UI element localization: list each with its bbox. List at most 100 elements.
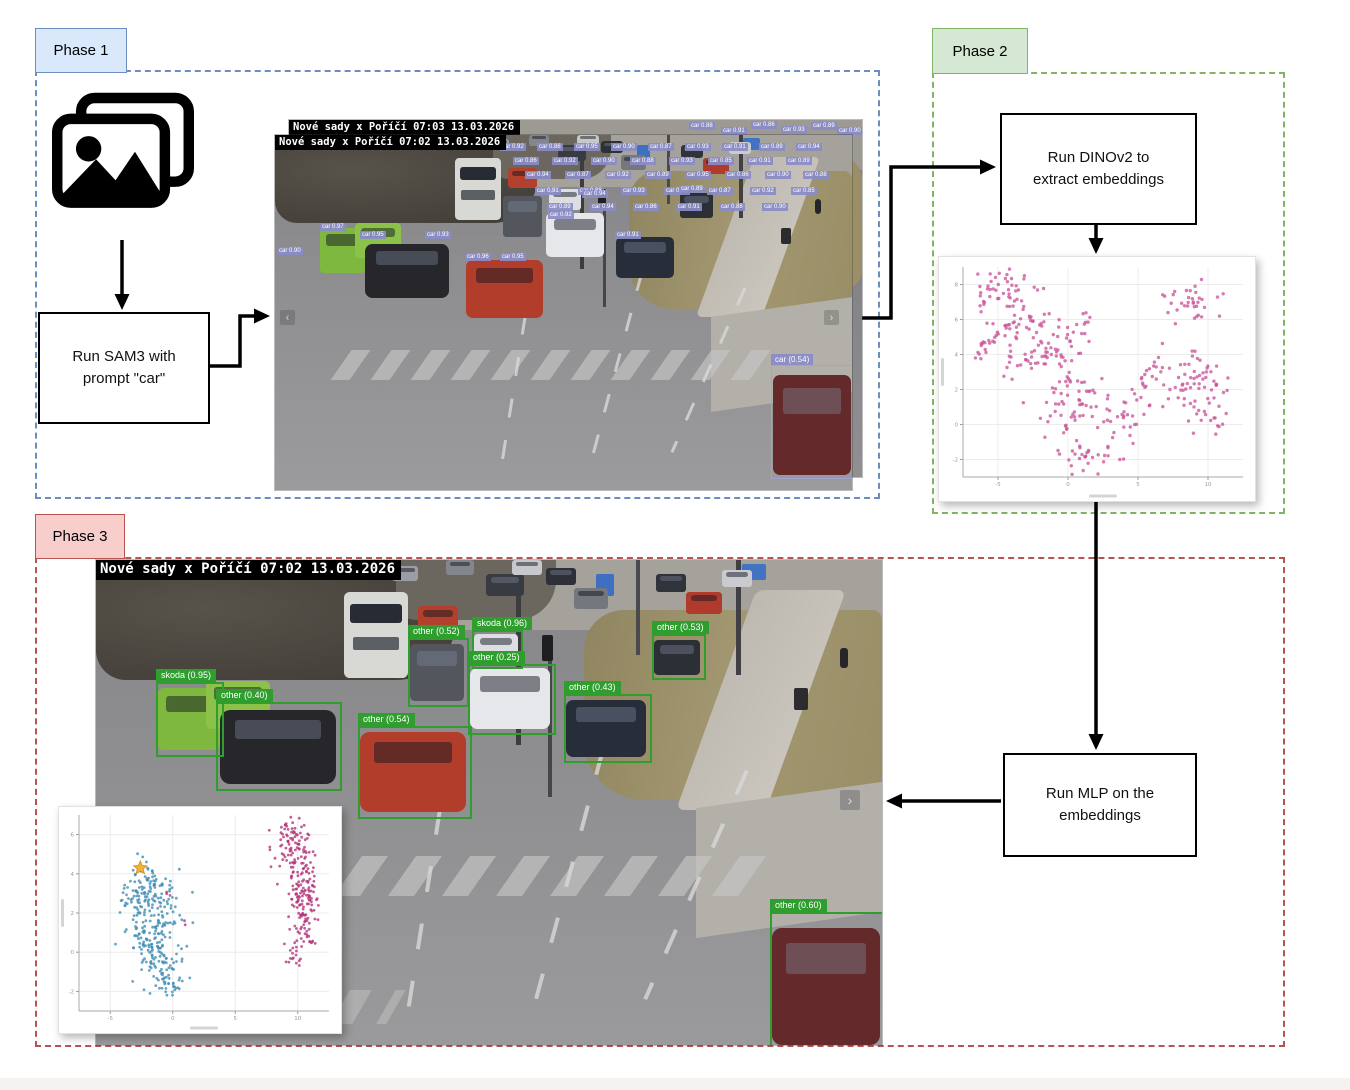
phase3-label: Phase 3: [35, 514, 125, 559]
sam3-car-detection-chip: car 0.86: [725, 171, 751, 179]
sam3-car-detection-chip: car 0.90: [664, 187, 690, 195]
detection-box: other (0.54): [358, 713, 472, 819]
car-windshield: [684, 196, 709, 203]
svg-text:4: 4: [71, 872, 75, 878]
car-windshield: [553, 218, 597, 231]
sam3-highlight-label: car (0.54): [771, 354, 814, 365]
carousel-prev-button[interactable]: ‹: [280, 310, 295, 325]
scene-shape: [580, 153, 584, 269]
page-bottom-strip: [0, 1078, 1350, 1090]
svg-text:0: 0: [171, 1016, 175, 1022]
sam3-car-detection-chip: car 0.92: [500, 143, 526, 151]
carousel-next-button[interactable]: ›: [824, 310, 839, 325]
car-windshield: [508, 201, 537, 212]
sam3-car-detection-chip: car 0.94: [582, 190, 608, 198]
detection-label: skoda (0.95): [156, 669, 217, 682]
truck-windshield: [350, 604, 402, 623]
car-windshield: [480, 675, 540, 692]
scene-shape: [598, 189, 606, 208]
car-windshield: [479, 637, 513, 646]
sam3-car-detection-chip: car 0.87: [707, 187, 733, 195]
sam3-car-detection-chip: car 0.88: [630, 157, 656, 165]
sam3-car-detection-chip: car 0.88: [689, 122, 715, 130]
car-windshield: [659, 644, 694, 654]
sam3-step-box: Run SAM3 with prompt "car": [38, 312, 210, 424]
svg-text:6: 6: [71, 833, 75, 839]
sam3-car-detection-chip: car 0.86: [513, 157, 539, 165]
truck-shape: [344, 592, 408, 678]
timestamp-bar-front: Nové sady x Poříčí 07:02 13.03.2026: [275, 135, 507, 150]
detection-label: other (0.60): [770, 899, 827, 912]
dinov2-step-box: Run DINOv2 to extract embeddings: [1000, 113, 1197, 225]
svg-text:0: 0: [955, 423, 959, 429]
timestamp-bar-back: Nové sady x Poříčí 07:03 13.03.2026: [289, 120, 521, 135]
sam3-car-detection-chip: car 0.93: [669, 157, 695, 165]
sam3-car-detection-chip: car 0.85: [708, 157, 734, 165]
sam3-car-detection-chip: car 0.87: [648, 143, 674, 151]
car-shape: [410, 644, 464, 701]
car-shape: [503, 196, 542, 237]
car-windshield: [395, 567, 415, 572]
classified-camera-frame: Nové sady x Poříčí 07:02 13.03.2026 skod…: [96, 560, 882, 1045]
truck-grille: [352, 636, 400, 651]
images-icon: [52, 92, 194, 208]
car-shape: [220, 710, 336, 784]
car-windshield: [417, 651, 457, 667]
car-windshield: [423, 609, 453, 617]
scene-shape: [840, 648, 848, 668]
sam3-car-detection-chip: car 0.89: [811, 122, 837, 130]
scene-shape: [781, 228, 791, 244]
car-windshield: [373, 742, 453, 764]
sam3-car-detection-chip: car 0.93: [685, 143, 711, 151]
detection-box: skoda (0.96): [472, 617, 533, 669]
detection-box: skoda (0.95): [156, 669, 224, 757]
detection-label: other (0.54): [358, 713, 415, 726]
car-windshield: [515, 561, 539, 566]
sam3-car-detection-chip: car 0.85: [791, 187, 817, 195]
detection-box: other (0.25): [468, 651, 556, 735]
car-windshield: [476, 267, 533, 283]
car-shape: [470, 668, 550, 729]
detection-box: other (0.40): [216, 689, 342, 791]
sam3-car-detection-chip: car 0.88: [719, 203, 745, 211]
sam3-car-detection-chip: car 0.88: [537, 143, 563, 151]
car-windshield: [576, 707, 636, 723]
car-shape: [512, 560, 542, 575]
dinov2-step-line2: extract embeddings: [1033, 171, 1164, 188]
sam3-step-line2: prompt "car": [82, 370, 166, 387]
detection-label: other (0.40): [216, 689, 273, 702]
sam3-car-detection-chip: car 0.89: [645, 171, 671, 179]
car-windshield: [531, 136, 547, 140]
car-windshield: [578, 590, 604, 597]
car-shape: [656, 574, 686, 592]
scene-shape: [667, 135, 670, 204]
svg-text:2: 2: [71, 911, 75, 917]
sam3-car-detection-chip: car 0.91: [747, 157, 773, 165]
sam3-car-detection-chip: car 0.89: [759, 143, 785, 151]
car-shape: [772, 928, 880, 1045]
carousel-next-button[interactable]: ›: [840, 790, 860, 810]
car-shape: [360, 732, 466, 812]
mlp-step-box: Run MLP on the embeddings: [1003, 753, 1197, 857]
sam3-step-line1: Run SAM3 with: [72, 348, 176, 366]
scene-shape: [603, 202, 606, 307]
car-windshield: [490, 576, 520, 583]
sam3-car-detection-chip: car 0.90: [762, 203, 788, 211]
scene-shape: [636, 560, 640, 655]
svg-text:-5: -5: [995, 482, 1001, 488]
detection-box: other (0.53): [652, 621, 709, 680]
car-windshield: [375, 251, 439, 266]
car-shape: [529, 135, 549, 146]
sam3-car-detection-chip: car 0.90: [277, 247, 303, 255]
sam3-car-detection-chip: car 0.91: [615, 231, 641, 239]
truck-shape: [455, 158, 501, 220]
sam3-highlight-box: car (0.54): [771, 354, 852, 479]
phase1-label: Phase 1: [35, 28, 127, 73]
sam3-car-detection-chip: car 0.95: [685, 171, 711, 179]
svg-text:4: 4: [955, 353, 959, 359]
car-windshield: [725, 572, 749, 577]
